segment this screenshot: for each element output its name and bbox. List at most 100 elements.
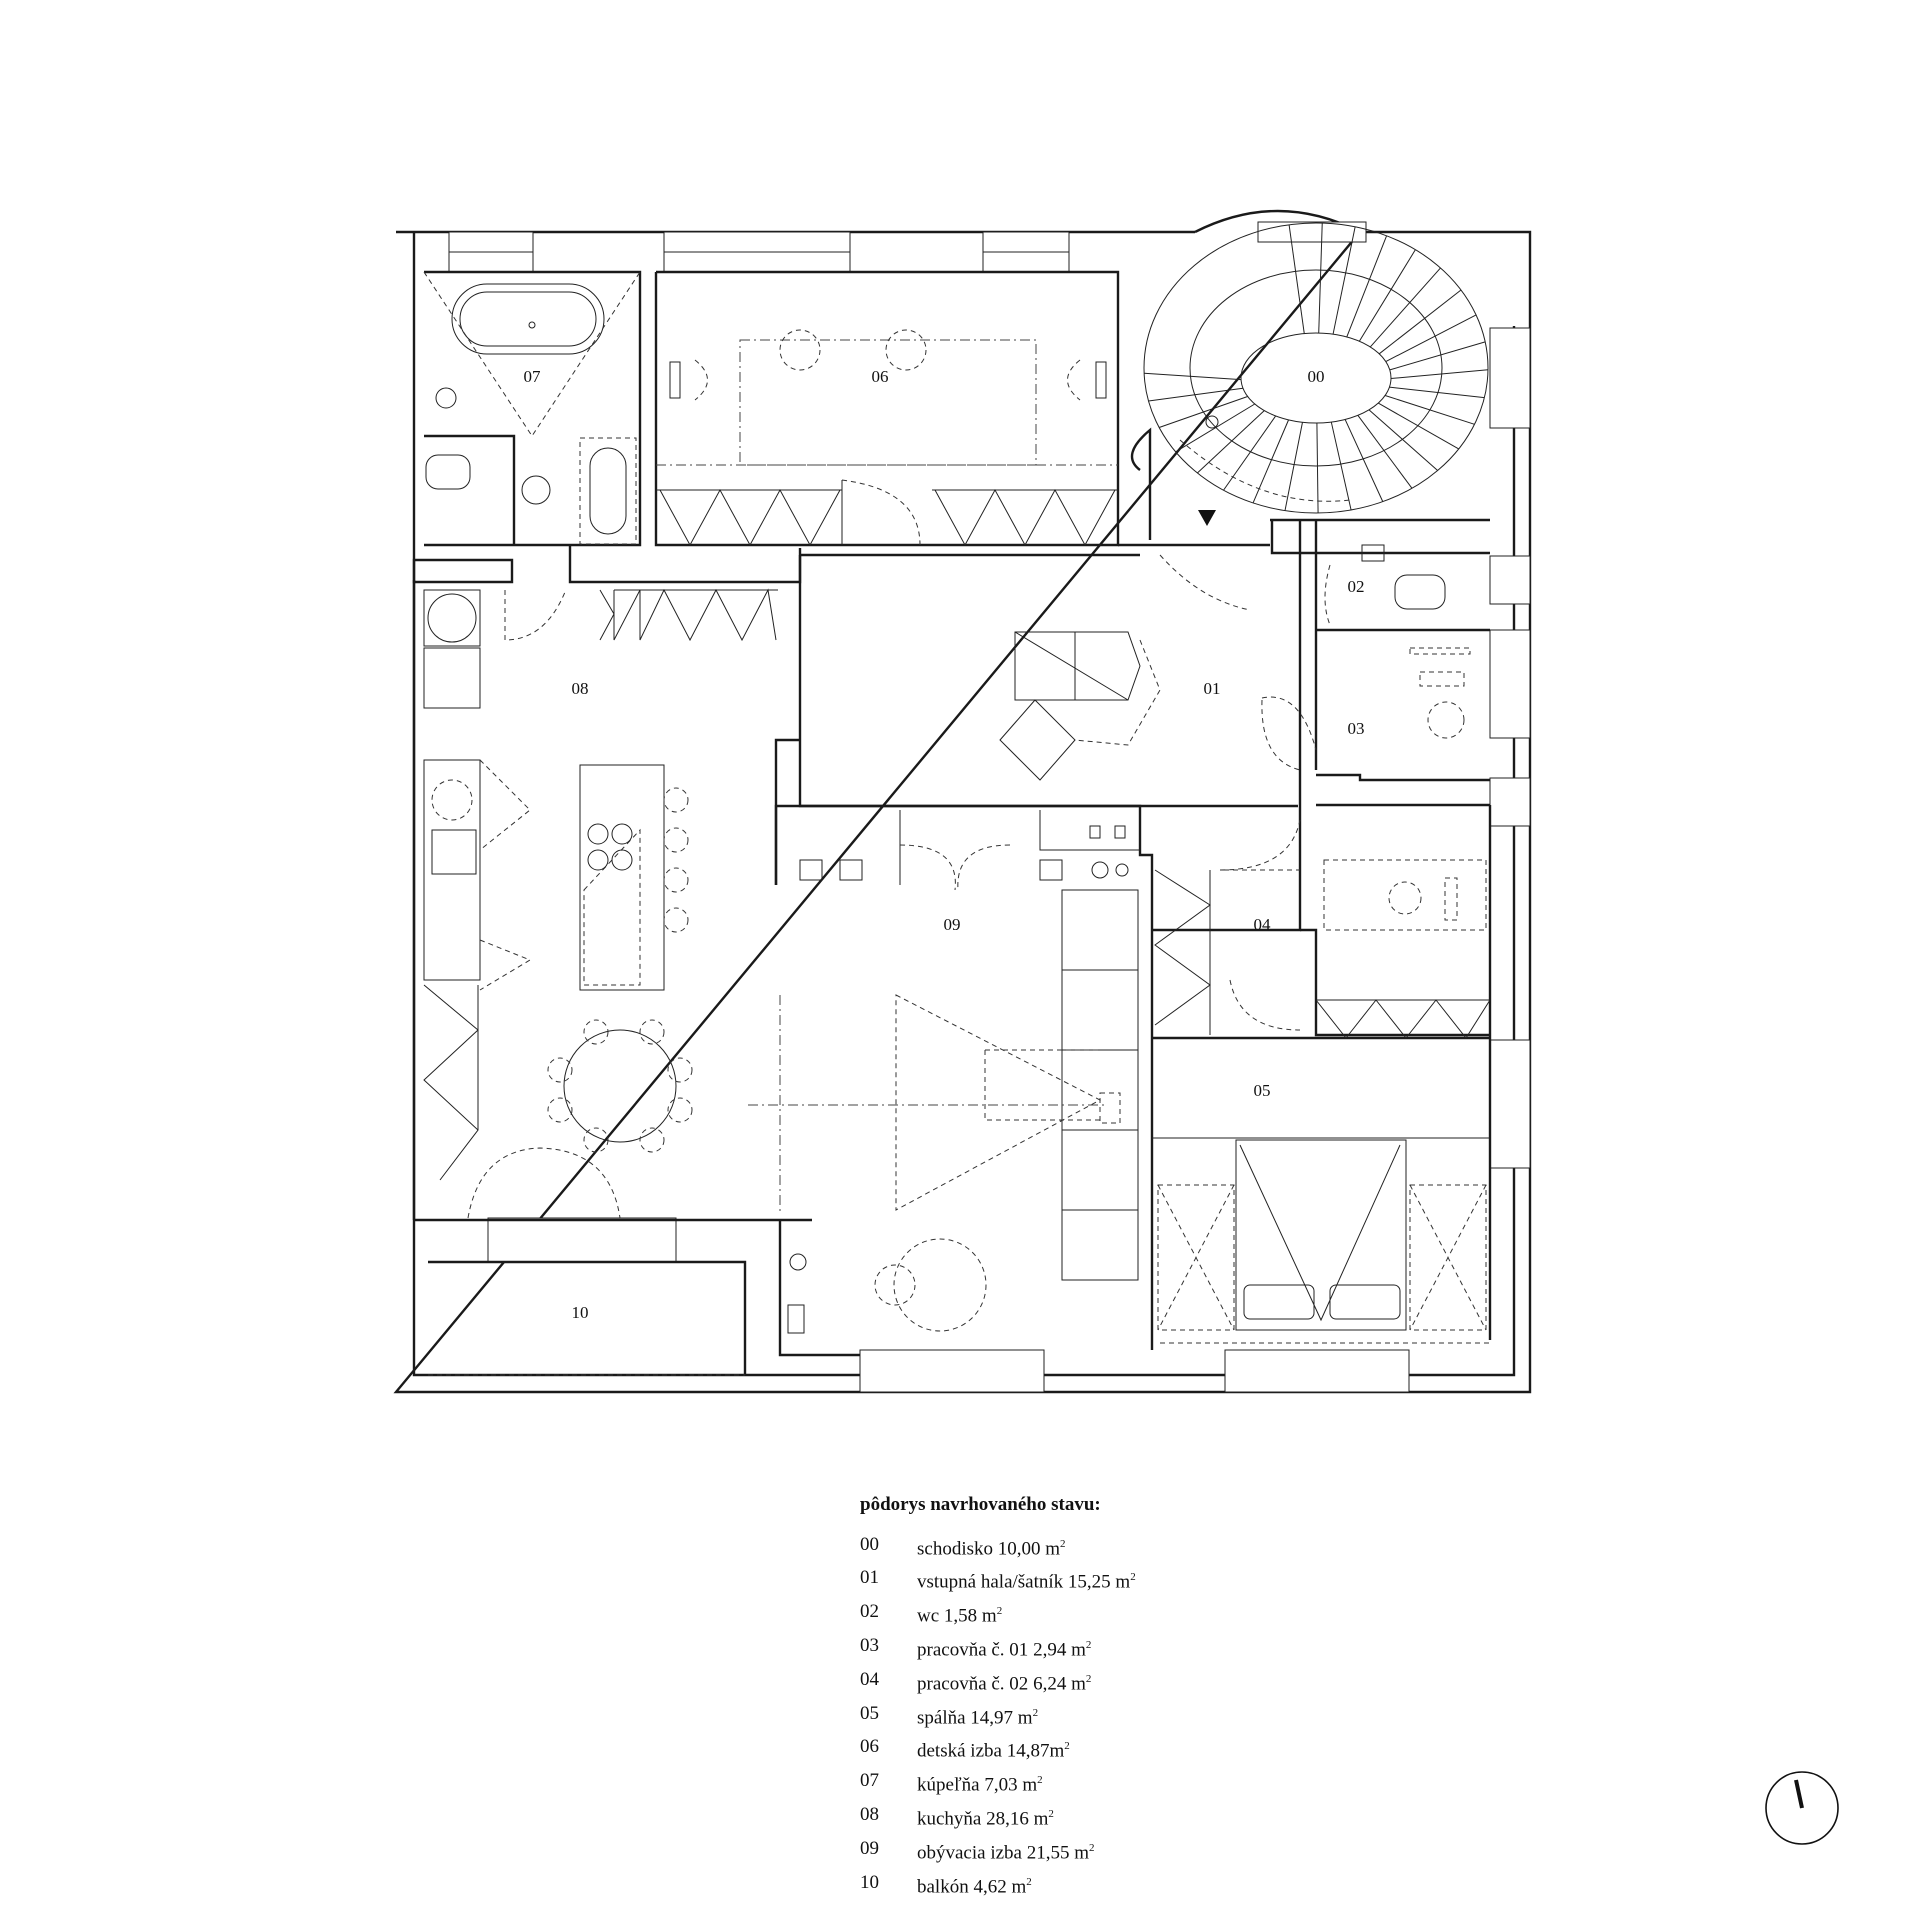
legend-row-00: 00 schodisko 10,00 m2 xyxy=(860,1530,1280,1564)
legend-room-name: detská izba xyxy=(917,1740,1002,1762)
legend-room-name: wc xyxy=(917,1605,940,1627)
legend-row-10: 10 balkón 4,62 m2 xyxy=(860,1868,1280,1902)
legend-room-name: kúpeľňa xyxy=(917,1774,980,1796)
legend-room-area: 2,94 m xyxy=(1033,1639,1086,1661)
legend-row-03: 03 pracovňa č. 01 2,94 m2 xyxy=(860,1631,1280,1665)
room-label-02: 02 xyxy=(1348,577,1365,596)
legend-area-unit-exponent: 2 xyxy=(1037,1774,1043,1787)
legend-room-area: 14,87m xyxy=(1006,1740,1065,1762)
legend-room-area: 4,62 m xyxy=(973,1876,1027,1898)
room-legend: pôdorys navrhovaného stavu: 00 schodisko … xyxy=(860,1490,1280,1902)
room-label-04: 04 xyxy=(1254,915,1272,934)
legend-room-area: 15,25 m xyxy=(1067,1571,1131,1593)
bathroom-fixtures xyxy=(423,271,641,545)
legend-room-area: 14,97 m xyxy=(970,1706,1033,1728)
stair-step xyxy=(1390,369,1489,380)
stair-step xyxy=(1288,224,1305,334)
legend-room-name: pracovňa č. 01 xyxy=(917,1639,1029,1661)
stair-step xyxy=(1358,249,1416,342)
legend-room-name: pracovňa č. 02 xyxy=(917,1673,1029,1695)
legend-area-unit-exponent: 2 xyxy=(1130,1571,1136,1584)
legend-row-07: 07 kúpeľňa 7,03 m2 xyxy=(860,1766,1280,1800)
entrance-hall-furniture xyxy=(999,554,1301,781)
bedroom-furniture xyxy=(1152,1137,1490,1344)
stair-step xyxy=(1330,421,1352,511)
legend-room-area: 6,24 m xyxy=(1033,1673,1086,1695)
legend-title: pôdorys navrhovaného stavu: xyxy=(860,1494,1101,1515)
legend-area-unit-exponent: 2 xyxy=(1064,1740,1070,1753)
legend-room-number: 10 xyxy=(860,1871,879,1893)
stair-step xyxy=(1344,419,1384,502)
living-room-furniture xyxy=(748,810,1140,1334)
room-label-05: 05 xyxy=(1254,1081,1271,1100)
room-label-06: 06 xyxy=(872,367,889,386)
legend-row-05: 05 spálňa 14,97 m2 xyxy=(860,1699,1280,1733)
stair-step xyxy=(1144,372,1242,381)
stair-step xyxy=(1368,409,1438,471)
legend-room-description: kuchyňa 28,16 m2 xyxy=(917,1800,1054,1834)
legend-room-area: 1,58 m xyxy=(943,1605,997,1627)
legend-room-number: 03 xyxy=(860,1634,879,1656)
stair-step xyxy=(1175,403,1256,453)
room-label-10: 10 xyxy=(572,1303,589,1322)
entrance-triangle-icon xyxy=(1198,510,1216,526)
legend-room-area: 7,03 m xyxy=(984,1774,1038,1796)
stair-step xyxy=(1389,341,1486,371)
legend-room-number: 02 xyxy=(860,1601,879,1623)
legend-room-area: 21,55 m xyxy=(1026,1842,1090,1864)
stair-step xyxy=(1369,267,1441,348)
legend-room-area: 10,00 m xyxy=(997,1537,1061,1559)
legend-room-name: balkón xyxy=(917,1876,969,1898)
legend-room-number: 05 xyxy=(860,1702,879,1724)
legend-area-unit-exponent: 2 xyxy=(1085,1638,1092,1651)
legend-room-number: 04 xyxy=(860,1668,879,1690)
legend-room-number: 00 xyxy=(860,1533,879,1555)
stair-step xyxy=(1223,415,1277,491)
stair-step xyxy=(1318,223,1323,334)
legend-room-name: spálňa xyxy=(917,1706,966,1728)
legend-area-unit-exponent: 2 xyxy=(1048,1808,1054,1821)
legend-room-number: 07 xyxy=(860,1770,879,1792)
stair-step xyxy=(1148,387,1244,402)
stair-step xyxy=(1384,394,1475,425)
legend-room-area: 28,16 m xyxy=(986,1808,1049,1830)
legend-area-unit-exponent: 2 xyxy=(1026,1875,1032,1888)
legend-room-number: 09 xyxy=(860,1837,879,1859)
stair-step xyxy=(1346,235,1388,338)
stair-step xyxy=(1357,415,1413,489)
legend-room-description: schodisko 10,00 m2 xyxy=(917,1530,1066,1564)
stair-step xyxy=(1378,289,1462,355)
childrens-room-furniture xyxy=(656,329,1118,547)
stair-step xyxy=(1377,402,1459,450)
legend-room-description: wc 1,58 m2 xyxy=(917,1597,1002,1631)
legend-row-02: 02 wc 1,58 m2 xyxy=(860,1597,1280,1631)
legend-area-unit-exponent: 2 xyxy=(996,1605,1003,1618)
legend-room-description: detská izba 14,87m2 xyxy=(917,1732,1070,1766)
legend-room-description: vstupná hala/šatník 15,25 m2 xyxy=(917,1563,1136,1597)
stair-step xyxy=(1389,386,1485,399)
interior-walls xyxy=(412,270,1492,1375)
legend-room-description: balkón 4,62 m2 xyxy=(917,1868,1032,1902)
stair-step xyxy=(1385,314,1477,362)
stair-step xyxy=(1252,419,1290,504)
legend-row-06: 06 detská izba 14,87m2 xyxy=(860,1732,1280,1766)
room-label-09: 09 xyxy=(944,915,961,934)
legend-room-number: 06 xyxy=(860,1736,879,1758)
kitchen-furniture xyxy=(423,588,778,1219)
legend-room-description: spálňa 14,97 m2 xyxy=(917,1699,1038,1733)
stair-step xyxy=(1284,422,1303,511)
windows xyxy=(448,221,1531,1393)
wc-fixtures xyxy=(1324,544,1446,626)
study-01-furniture xyxy=(1261,647,1471,751)
legend-area-unit-exponent: 2 xyxy=(1089,1841,1095,1854)
stair-step xyxy=(1158,395,1248,428)
exterior-walls xyxy=(393,209,1532,1394)
study-02-furniture xyxy=(1154,819,1491,1039)
legend-area-unit-exponent: 2 xyxy=(1032,1706,1039,1719)
legend-room-description: pracovňa č. 01 2,94 m2 xyxy=(917,1631,1091,1665)
